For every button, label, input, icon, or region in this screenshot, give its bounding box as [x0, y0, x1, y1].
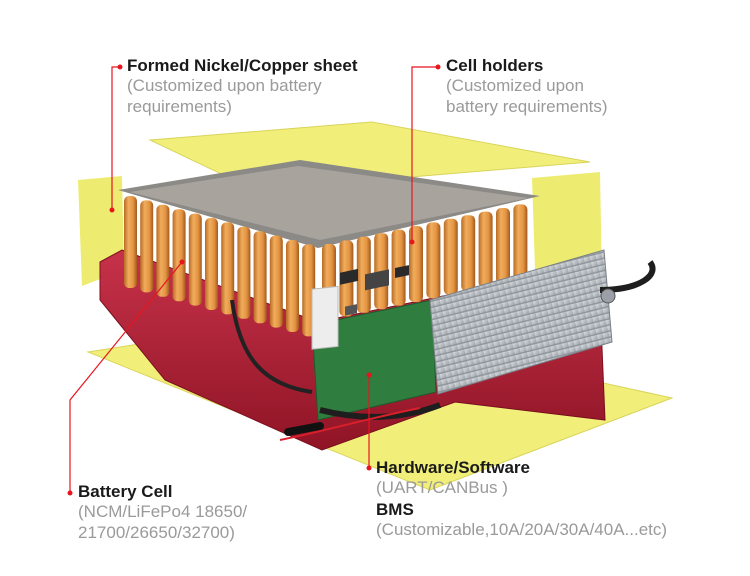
battery-cell [253, 231, 267, 324]
battery-cell [140, 200, 154, 293]
callout-nickel-sub: (Customized upon battery requirements) [127, 76, 358, 117]
callout-dots [67, 64, 441, 496]
callout-lines [69, 66, 438, 493]
black-plug [284, 422, 324, 436]
battery-cell [269, 235, 283, 328]
callout-cell-sub: (NCM/LiFePo4 18650/ 21700/26650/32700) [78, 502, 247, 543]
bms-pcb [311, 299, 437, 421]
callout-cell-sub-line: (NCM/LiFePo4 18650/ [78, 502, 248, 522]
battery-cell [205, 218, 218, 310]
callout-holders-sub: (Customized upon battery requirements) [446, 76, 608, 117]
battery-cell [188, 213, 202, 306]
battery-cell [172, 209, 186, 302]
battery-cell [221, 222, 235, 315]
battery-cell [478, 211, 493, 288]
output-cable-right [599, 260, 656, 293]
battery-cell [124, 196, 137, 288]
battery-cell [356, 236, 371, 313]
callout-nickel-title: Formed Nickel/Copper sheet [127, 56, 358, 75]
battery-cell [461, 215, 476, 292]
callout-bms: Hardware/Software (UART/CANBus ) BMS (Cu… [376, 458, 667, 541]
battery-cell [409, 226, 423, 302]
nickel-strip-area [130, 166, 528, 240]
callout-bms-sub2: (Customizable,10A/20A/30A/40A...etc) [376, 520, 668, 540]
red-wire [279, 407, 421, 441]
battery-cell [237, 226, 251, 319]
callout-bms-title: Hardware/Software [376, 458, 530, 477]
callout-holders-sub-line: (Customized upon [446, 76, 584, 96]
callout-cell-title: Battery Cell [78, 482, 173, 501]
pcb-components [340, 265, 409, 316]
battery-cell [443, 218, 458, 295]
callout-bms-title2: BMS [376, 499, 414, 519]
terminal-bolt [600, 288, 616, 304]
callout-nickel-sheet: Formed Nickel/Copper sheet (Customized u… [127, 56, 358, 117]
battery-cell [426, 222, 441, 299]
callout-cell-holders: Cell holders (Customized upon battery re… [446, 56, 608, 117]
callout-battery-cell: Battery Cell (NCM/LiFePo4 18650/ 21700/2… [78, 482, 247, 543]
battery-cell [286, 240, 299, 332]
heatsink [429, 249, 613, 395]
balance-cable [230, 299, 313, 394]
callout-holders-sub-line: battery requirements) [446, 96, 608, 116]
battery-cell [496, 208, 510, 284]
battery-cell [513, 204, 528, 281]
callout-cell-sub-line: 21700/26650/32700) [78, 522, 235, 542]
callout-nickel-sub-line: requirements) [127, 96, 232, 116]
pcb-connector [311, 285, 339, 350]
callout-holders-title: Cell holders [446, 56, 544, 75]
battery-cell [156, 204, 170, 297]
callout-nickel-sub-line: (Customized upon battery [127, 76, 322, 96]
callout-bms-sub1: (UART/CANBus ) [376, 478, 508, 498]
